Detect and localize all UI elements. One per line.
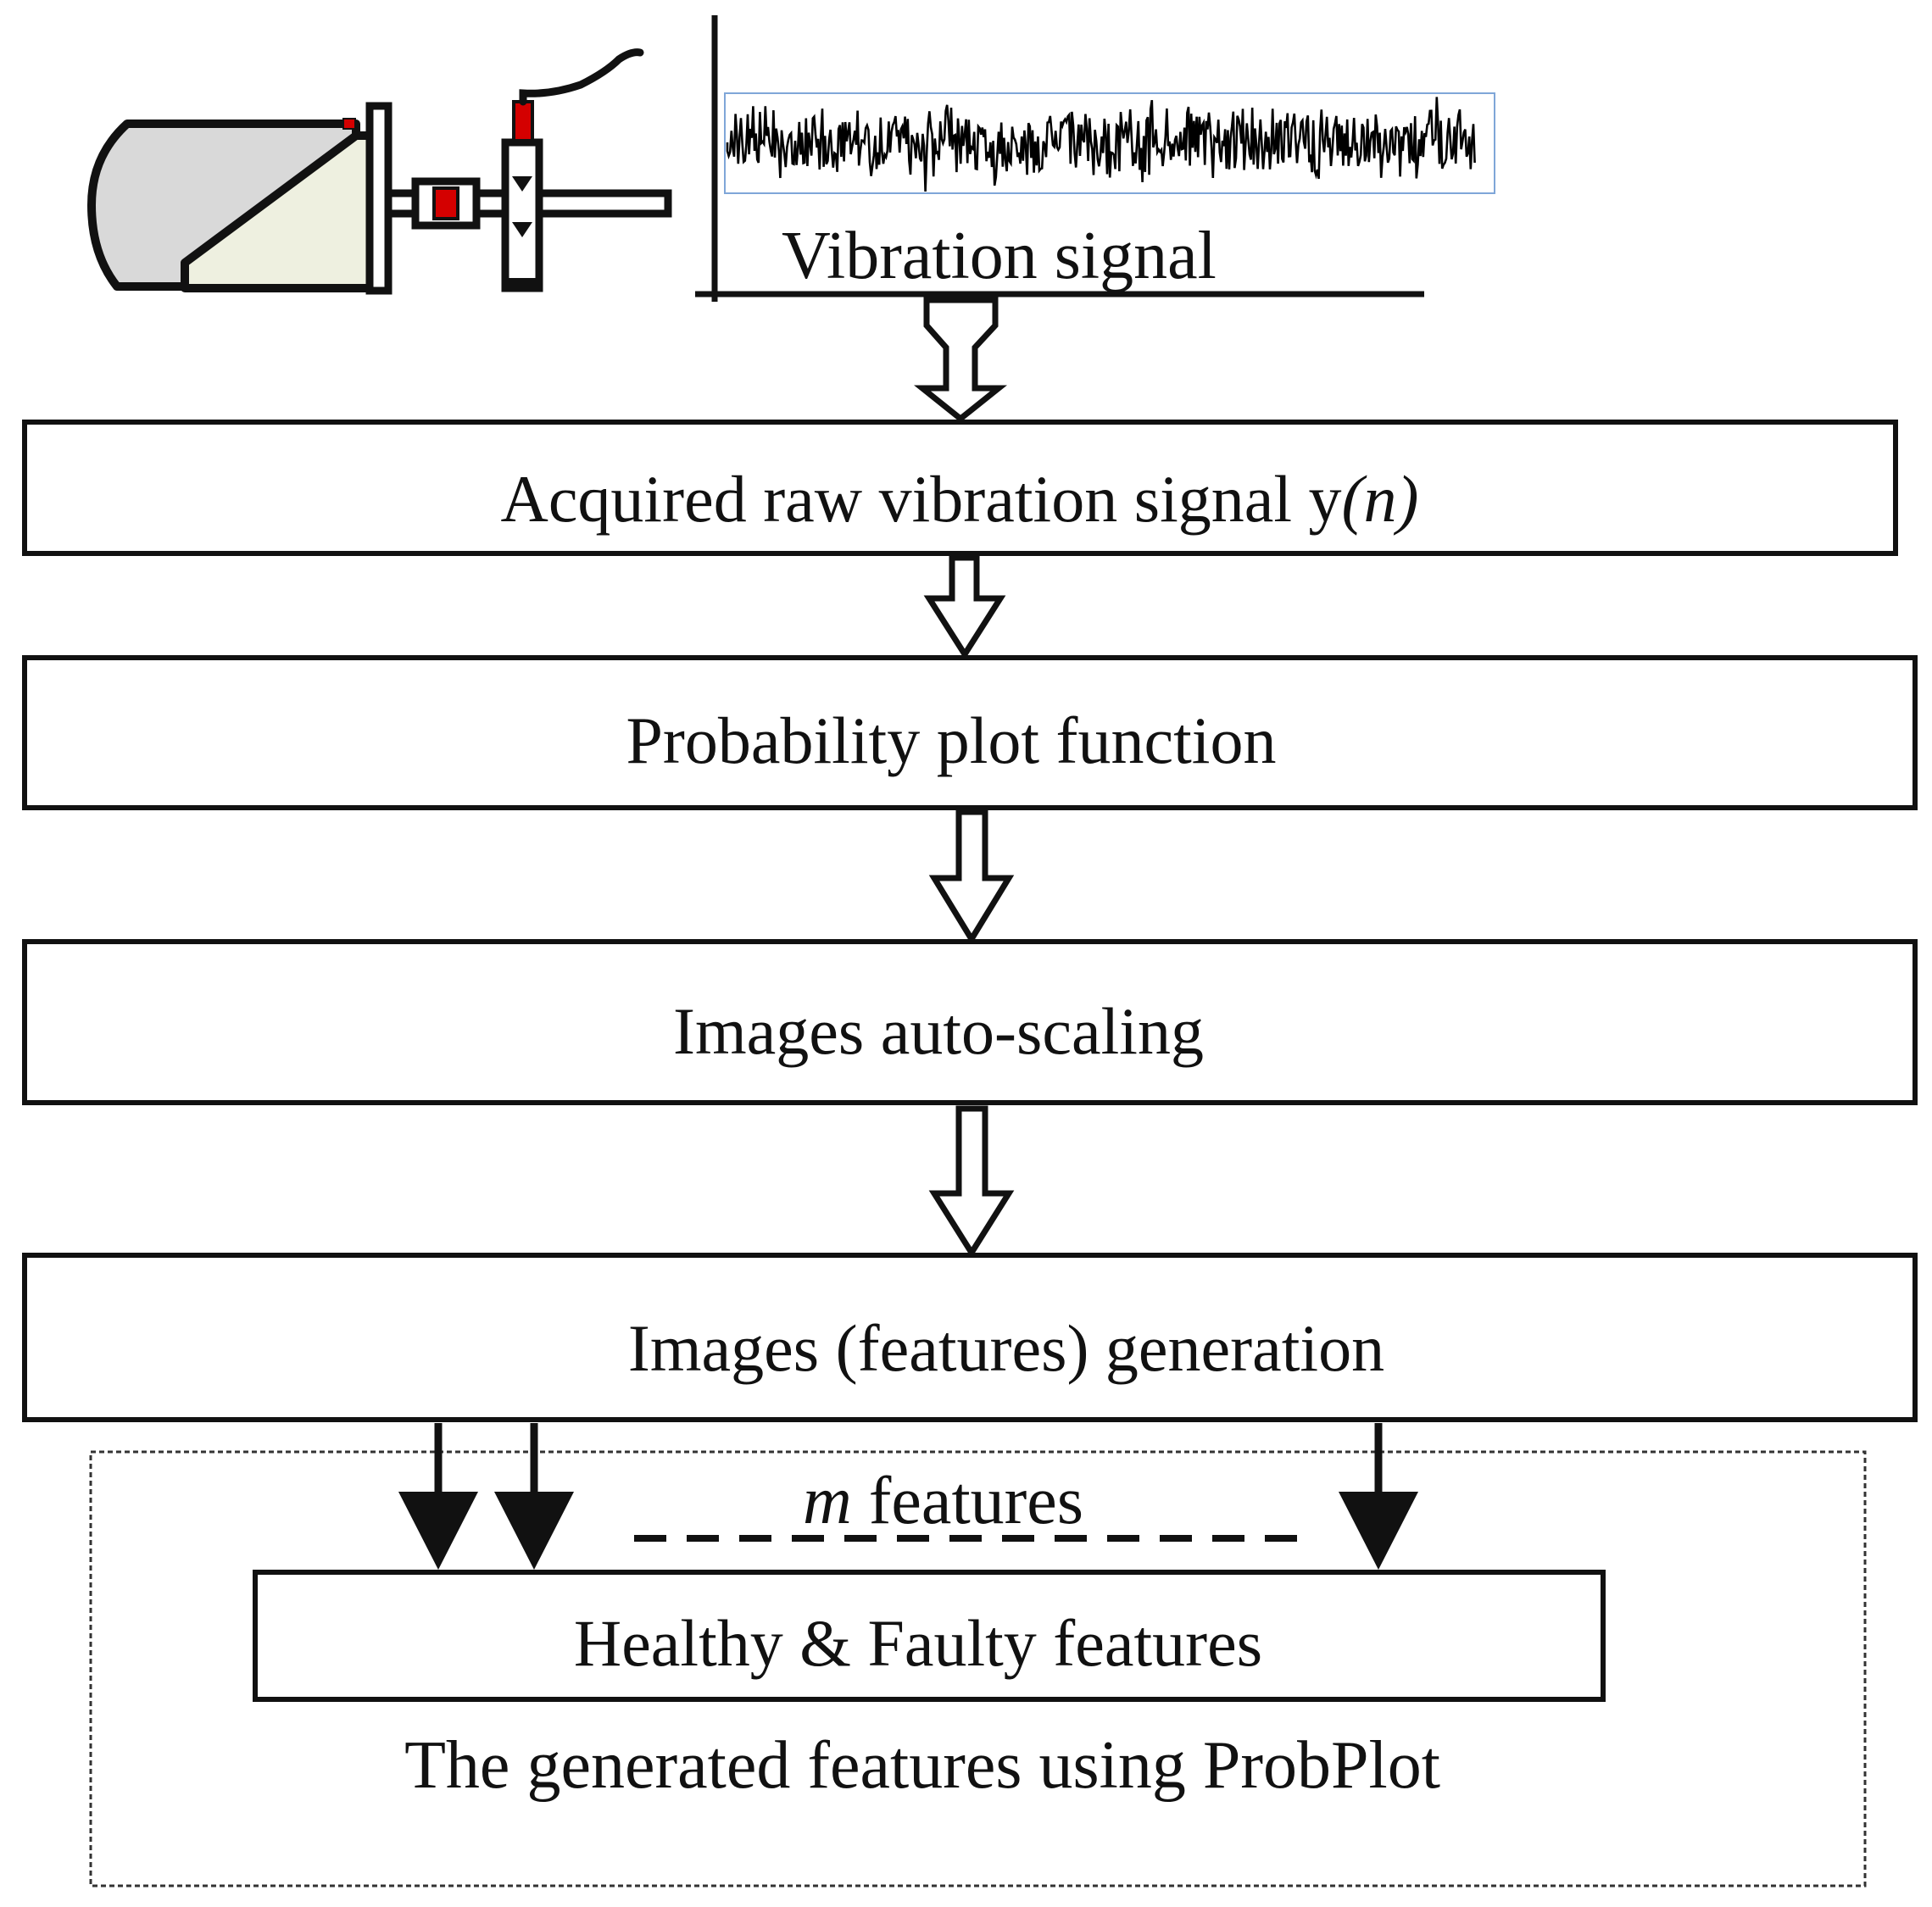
output-box-healthy-faulty: Healthy & Faulty features xyxy=(253,1570,1606,1702)
motor-with-sensor-icon xyxy=(87,48,672,295)
step-label: Images auto-scaling xyxy=(673,994,1204,1068)
feature-arrow xyxy=(494,1423,574,1570)
group-caption: The generated features using ProbPlot xyxy=(404,1728,1440,1803)
feature-arrow xyxy=(1339,1423,1418,1570)
signal-label: Vibration signal xyxy=(782,219,1217,293)
step-box-probability-plot: Probability plot function xyxy=(22,655,1918,810)
vibration-signal-plot: Vibration signal xyxy=(695,15,1495,302)
flow-arrow-signal xyxy=(914,297,1007,423)
feature-arrow xyxy=(398,1423,478,1570)
svg-text:Acquired raw vibration signal: Acquired raw vibration signal y(n) xyxy=(500,462,1418,536)
step-label: Probability plot function xyxy=(626,703,1277,777)
m-variable: m xyxy=(803,1464,852,1538)
output-box-label: Healthy & Faulty features xyxy=(574,1606,1262,1680)
features-group: m features Healthy & Faulty features The… xyxy=(89,1423,1867,1888)
features-group-border xyxy=(89,1450,1867,1888)
step-box-feature-generation: Images (features) generation xyxy=(22,1253,1918,1422)
step-label: Images (features) generation xyxy=(628,1311,1384,1385)
flow-arrow xyxy=(928,809,1015,945)
svg-text:m features: m features xyxy=(803,1464,1083,1538)
signal-variable: (n) xyxy=(1342,462,1419,536)
step-label: Acquired raw vibration signal y xyxy=(500,462,1341,536)
features-count-label: features xyxy=(852,1464,1083,1538)
vibration-waveform-icon xyxy=(726,97,1476,192)
step-box-acquired-signal: Acquired raw vibration signal y(n) xyxy=(22,420,1898,556)
flow-arrow xyxy=(928,1105,1015,1259)
step-box-auto-scaling: Images auto-scaling xyxy=(22,939,1918,1105)
flow-arrow xyxy=(923,554,1006,660)
